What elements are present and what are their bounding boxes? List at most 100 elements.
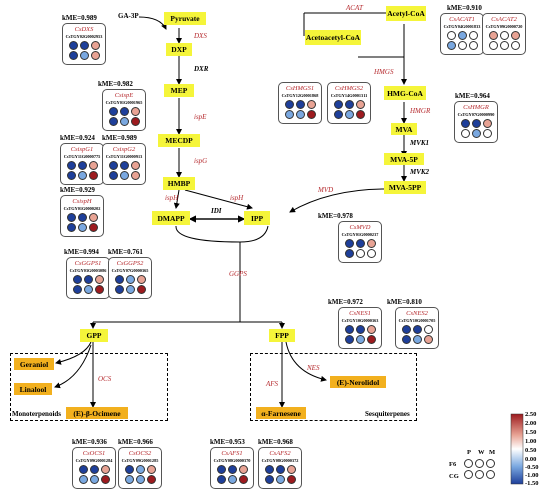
expression-cell	[90, 51, 100, 60]
enzyme-acat: ACAT	[346, 4, 363, 12]
expression-cell	[77, 171, 87, 180]
node-hmg-coa: HMG-CoA	[384, 86, 426, 100]
expression-cell	[66, 171, 76, 180]
expression-grid	[339, 325, 381, 344]
expression-cell	[344, 325, 354, 334]
expression-cell	[88, 223, 98, 232]
expression-cell	[482, 129, 492, 138]
gene-name: CsispG2	[112, 146, 136, 153]
gene-name: CsispH	[72, 198, 92, 205]
kme-dxs: kME=0.989	[62, 14, 97, 22]
expression-cell	[355, 239, 365, 248]
expression-cell	[94, 285, 104, 294]
expression-cell	[264, 475, 274, 484]
node-mep: MEP	[164, 84, 194, 97]
kme-ocs2: kME=0.966	[118, 438, 153, 446]
kme-afs2: kME=0.968	[258, 438, 293, 446]
expression-grid	[211, 465, 253, 484]
expression-cell	[119, 171, 129, 180]
gene-name: CsAFS1	[221, 450, 243, 457]
gene-id: CsTGY11G0000775	[63, 154, 101, 159]
expression-grid	[328, 100, 370, 119]
expression-cell	[66, 213, 76, 222]
enzyme-dxs: DXS	[194, 32, 207, 40]
gene-id: CsTGY02G0002953	[65, 34, 103, 39]
expression-cell	[295, 110, 305, 119]
expression-grid	[61, 213, 103, 232]
expression-cell	[130, 161, 140, 170]
expression-cell	[355, 249, 365, 258]
node-ocimene: (E)-β-Ocimene	[66, 407, 128, 419]
expression-cell	[510, 31, 520, 40]
gene-id: CsTGY07G0000365	[111, 268, 149, 273]
gene-id: CsTGY07G0000990	[457, 112, 495, 117]
expression-cell	[471, 119, 481, 128]
expression-grid	[119, 465, 161, 484]
expression-cell	[344, 110, 354, 119]
scale-0: 0.00	[525, 456, 537, 463]
node-mva: MVA	[391, 123, 417, 135]
gene-name: CsDXS	[74, 26, 94, 33]
expression-cell	[344, 249, 354, 258]
expression-cell	[446, 41, 456, 50]
expression-cell	[366, 249, 376, 258]
expression-cell	[72, 275, 82, 284]
gene-name: CsACAT1	[449, 16, 475, 23]
enzyme-ispg: ispG	[194, 157, 208, 165]
gene-id: CsTGY10G0001705	[398, 318, 436, 323]
gene-name: CsHMGS1	[285, 85, 315, 92]
expression-cell	[355, 110, 365, 119]
node-mecdp: MECDP	[158, 134, 200, 147]
legend-col-m: M	[489, 449, 496, 456]
expression-cell	[468, 41, 478, 50]
expression-cell	[306, 110, 316, 119]
expression-cell	[136, 285, 146, 294]
expression-cell	[499, 41, 509, 50]
kme-ispg2: kME=0.989	[102, 134, 137, 142]
expression-cell	[366, 239, 376, 248]
expression-cell	[423, 335, 433, 344]
expression-cell	[66, 161, 76, 170]
gene-name: CsOCS1	[82, 450, 106, 457]
node-nerolidol: (E)-Nerolidol	[330, 376, 386, 388]
expression-cell	[286, 465, 296, 474]
gene-name: CsispE	[114, 92, 134, 99]
expression-cell	[355, 100, 365, 109]
color-scale-bar	[510, 413, 524, 485]
node-pyruvate: Pyruvate	[164, 12, 206, 25]
expression-cell	[124, 475, 134, 484]
expression-cell	[216, 475, 226, 484]
monoterpenoids-box	[10, 353, 168, 421]
expression-cell	[68, 51, 78, 60]
gene-id: CsTGY08G0000370	[213, 458, 251, 463]
gene-id: CsTGY14G0001311	[330, 93, 368, 98]
node-dmapp: DMAPP	[152, 211, 190, 225]
expression-cell	[366, 325, 376, 334]
node-mva-5pp: MVA-5PP	[384, 181, 426, 194]
expression-cell	[78, 465, 88, 474]
expression-cell	[90, 41, 100, 50]
expression-cell	[78, 475, 88, 484]
expression-cell	[238, 475, 248, 484]
expression-cell	[510, 41, 520, 50]
kme-ispg1: kME=0.924	[60, 134, 95, 142]
expression-grid	[441, 31, 483, 50]
node-ipp: IPP	[244, 211, 270, 225]
gene-name: CsACAT2	[491, 16, 517, 23]
enzyme-mvk1: MVK1	[410, 139, 430, 147]
scale-0-5: 0.50	[525, 447, 537, 454]
kme-isph: kME=0.929	[60, 186, 95, 194]
expression-cell	[488, 31, 498, 40]
node-ga3p: GA-3P	[118, 12, 139, 20]
expression-grid	[279, 100, 321, 119]
scale-max: 2.50	[525, 411, 537, 418]
